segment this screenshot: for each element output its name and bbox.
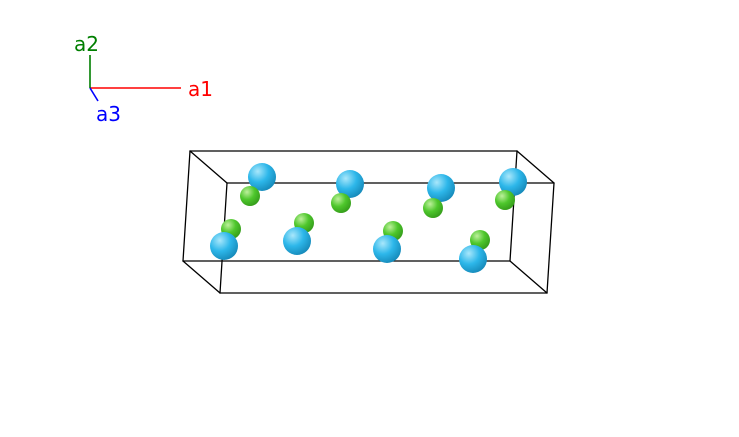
axis-label-a3: a3 [96, 102, 121, 126]
cell-edge [182, 260, 221, 294]
axis-label-a2: a2 [74, 32, 99, 56]
cell-edge [509, 260, 548, 294]
atom-sphere-blue [373, 235, 401, 263]
atom-sphere-blue [427, 174, 455, 202]
atom-sphere-green [240, 186, 260, 206]
atom-sphere-blue [336, 170, 364, 198]
atom-sphere-green [331, 193, 351, 213]
axis-line-a3 [89, 87, 99, 102]
atom-sphere-green [495, 190, 515, 210]
atom-sphere-blue [499, 168, 527, 196]
atom-sphere-blue [459, 245, 487, 273]
cell-edge [182, 150, 191, 262]
atom-sphere-green [423, 198, 443, 218]
atom-sphere-blue [283, 227, 311, 255]
axis-label-a1: a1 [188, 77, 213, 101]
cell-edge [546, 182, 555, 294]
cell-edge [189, 150, 228, 184]
atom-sphere-green [470, 230, 490, 250]
atom-sphere-blue [248, 163, 276, 191]
cell-edge [516, 150, 555, 184]
atom-sphere-blue [210, 232, 238, 260]
